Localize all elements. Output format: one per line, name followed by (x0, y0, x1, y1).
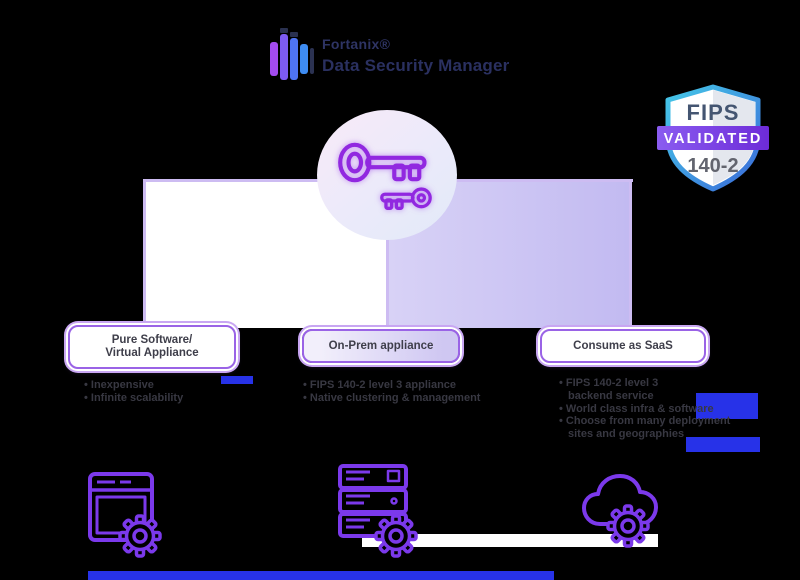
option-box-label: On-Prem appliance (328, 339, 434, 352)
bullet-line: • FIPS 140-2 level 3 appliance (303, 379, 457, 391)
option-box-label: Pure Software/ Virtual Appliance (105, 334, 199, 359)
connector-vertical-middle (386, 236, 389, 331)
artifact-blue-bottom-strip (88, 571, 554, 580)
option-box-on-prem: On-Prem appliance (302, 329, 460, 363)
cloud-gear-icon (582, 474, 658, 548)
fips-shield-badge: FIPS VALIDATED 140-2 (657, 84, 769, 192)
fortanix-logo: Fortanix® Data Security Manager (268, 28, 510, 82)
bullet-line: • Inexpensive (84, 379, 154, 391)
artifact-blue-1 (221, 376, 253, 384)
connector-vertical-right (629, 179, 632, 331)
product-name: Data Security Manager (322, 56, 510, 75)
key-circle (317, 110, 457, 240)
connector-vertical-left (143, 179, 146, 328)
bullet-line: • World class infra & software (559, 402, 714, 415)
artifact-blue-3 (686, 437, 760, 452)
artifact-blue-2 (696, 393, 758, 419)
bullet-line: • Native clustering & management (303, 391, 481, 404)
option-box-saas: Consume as SaaS (540, 329, 706, 363)
brand-name: Fortanix® (322, 36, 391, 52)
double-key-icon (338, 142, 432, 210)
140-2-text: 140-2 (687, 155, 738, 177)
bullet-line: • Infinite scalability (84, 391, 184, 404)
bullet-line: • Choose from many deployment (559, 415, 731, 428)
bullet-line: sites and geographies (568, 428, 685, 441)
bullet-line: backend service (568, 389, 654, 402)
option-1-description: • Inexpensive • Infinite scalability (84, 379, 254, 405)
option-box-label: Consume as SaaS (573, 339, 673, 352)
fortanix-bars-logo-icon (270, 28, 314, 80)
fips-text: FIPS (687, 100, 740, 125)
option-3-description: • FIPS 140-2 level 3 backend service • W… (559, 377, 759, 441)
bullet-line: • FIPS 140-2 level 3 (559, 377, 659, 389)
artifact-white-band (362, 534, 658, 547)
option-2-description: • FIPS 140-2 level 3 appliance • Native … (303, 379, 523, 405)
option-box-pure-software: Pure Software/ Virtual Appliance (68, 325, 236, 369)
server-gear-icon (338, 464, 418, 558)
validated-text: VALIDATED (664, 131, 763, 147)
browser-gear-icon (88, 472, 162, 558)
validated-ribbon (657, 126, 769, 150)
